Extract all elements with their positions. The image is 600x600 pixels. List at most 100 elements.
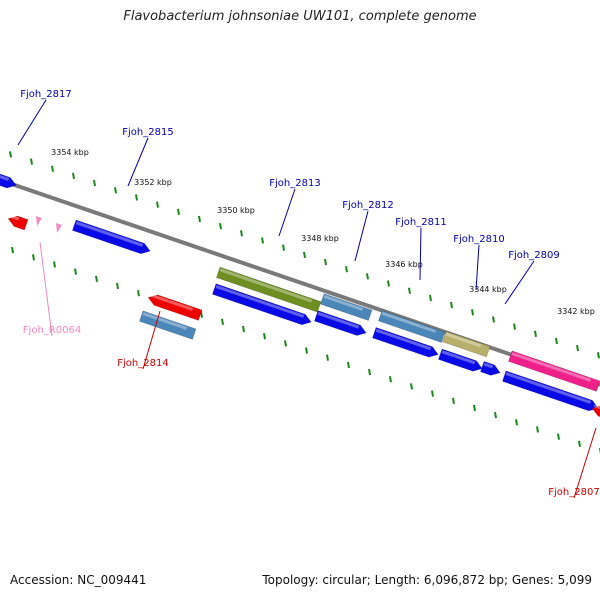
- ruler-label: 3354 kbp: [51, 148, 89, 157]
- gene-label-fjoh-r0064[interactable]: Fjoh_R0064: [23, 325, 81, 336]
- gene-label-fjoh-2807[interactable]: Fjoh_2807: [548, 487, 599, 498]
- gene-arrow-cds-2807[interactable]: [590, 403, 600, 420]
- tick-mark: [30, 158, 33, 165]
- tick-mark: [576, 344, 579, 352]
- tick-mark: [200, 311, 203, 318]
- leader-line: [573, 427, 597, 499]
- gene-arrow-highlight: [215, 285, 305, 318]
- gene-arrow-highlight: [142, 312, 188, 330]
- tick-mark: [135, 194, 138, 201]
- ruler-label: 3342 kbp: [557, 307, 595, 316]
- tick-mark: [597, 352, 600, 359]
- genome-summary: Topology: circular; Length: 6,096,872 bp…: [262, 573, 592, 587]
- tick-mark: [198, 215, 201, 223]
- gene-label-fjoh-2814[interactable]: Fjoh_2814: [117, 358, 168, 369]
- tick-mark: [452, 397, 455, 404]
- gene-arrow-cds-2815[interactable]: [72, 219, 152, 256]
- tick-mark: [9, 151, 12, 158]
- gene-arrow-highlight: [149, 293, 194, 311]
- gene-arrow-highlight: [323, 294, 364, 311]
- rna-arrow[interactable]: [36, 216, 42, 226]
- gene-label-fjoh-2811[interactable]: Fjoh_2811: [395, 217, 446, 228]
- leader-line: [127, 137, 149, 187]
- tick-mark: [347, 361, 350, 369]
- tick-mark: [366, 273, 369, 280]
- gene-arrow-highlight: [441, 350, 476, 365]
- gene-arrow-cds-2810[interactable]: [442, 331, 491, 358]
- gene-arrow-shape: [372, 327, 439, 358]
- tick-mark: [261, 237, 264, 244]
- gene-arrow-shape: [591, 405, 600, 420]
- gene-arrow-shape: [378, 310, 446, 343]
- tick-mark: [72, 172, 75, 180]
- tick-mark: [473, 404, 476, 412]
- gene-arrow-highlight: [483, 362, 494, 369]
- gene-arrow-highlight: [505, 372, 592, 404]
- gene-arrow-shape: [442, 331, 491, 358]
- gene-arrow-cds-2811b[interactable]: [372, 327, 440, 359]
- tick-mark: [32, 254, 35, 261]
- tick-mark: [242, 325, 245, 333]
- tick-mark: [431, 390, 434, 397]
- gene-label-fjoh-2817[interactable]: Fjoh_2817: [20, 89, 71, 100]
- gene-arrow-cds-2812b[interactable]: [314, 310, 368, 338]
- gene-arrow-highlight: [9, 214, 20, 221]
- gene-arrow-shape: [72, 219, 151, 255]
- gene-arrow-shape: [508, 350, 600, 392]
- tick-mark: [303, 251, 306, 259]
- gene-arrow-highlight: [511, 352, 592, 382]
- tick-mark: [137, 289, 140, 297]
- gene-label-fjoh-2813[interactable]: Fjoh_2813: [269, 178, 320, 189]
- ruler-label: 3350 kbp: [217, 206, 255, 215]
- gene-arrow-shape: [480, 360, 501, 376]
- tick-mark: [282, 244, 285, 251]
- gene-arrow-highlight: [219, 268, 313, 303]
- tick-mark: [429, 294, 432, 302]
- tick-mark: [177, 208, 180, 215]
- gene-label-fjoh-2810[interactable]: Fjoh_2810: [453, 234, 504, 245]
- ruler-label: 3352 kbp: [134, 178, 172, 187]
- gene-arrow-cds-red-small[interactable]: [6, 213, 29, 231]
- gene-arrow-cds-2813[interactable]: [216, 266, 322, 313]
- lower-tick-row: [11, 246, 600, 455]
- gene-arrow-cds-2812[interactable]: [320, 293, 373, 321]
- tick-mark: [95, 275, 98, 282]
- tick-mark: [324, 258, 327, 266]
- gene-arrow-cds-2814b[interactable]: [139, 310, 197, 340]
- gene-arrow-shape: [212, 283, 312, 326]
- gene-arrow-cds-2817[interactable]: [0, 166, 18, 190]
- rna-arrow[interactable]: [56, 223, 62, 233]
- tick-mark: [326, 354, 329, 361]
- label-leaders: [17, 99, 597, 499]
- gene-arrow-cds-2808[interactable]: [508, 350, 600, 392]
- gene-arrow-cds-2813b[interactable]: [212, 283, 313, 328]
- gene-label-fjoh-2812[interactable]: Fjoh_2812: [342, 200, 393, 211]
- leader-line: [354, 210, 369, 262]
- gene-label-fjoh-2809[interactable]: Fjoh_2809: [508, 250, 559, 261]
- ruler-label: 3348 kbp: [301, 234, 339, 243]
- gene-arrow-highlight: [445, 332, 482, 348]
- gene-arrow-cds-2809s[interactable]: [480, 360, 502, 378]
- leader-line: [39, 241, 53, 337]
- leader-line: [475, 244, 480, 291]
- gene-arrow-cds-2811[interactable]: [378, 310, 446, 343]
- gene-arrow-cds-2810b[interactable]: [438, 348, 484, 374]
- tick-mark: [156, 201, 159, 208]
- tick-mark: [494, 411, 497, 419]
- gene-label-fjoh-2815[interactable]: Fjoh_2815: [122, 127, 173, 138]
- tick-mark: [410, 383, 413, 390]
- tick-mark: [513, 323, 516, 330]
- leader-line: [419, 227, 422, 281]
- gene-arrow-shape: [438, 348, 483, 372]
- tick-mark: [408, 287, 411, 294]
- tick-mark: [221, 318, 224, 326]
- tick-mark: [114, 187, 117, 194]
- tick-mark: [53, 261, 56, 268]
- genome-backbone: [0, 178, 600, 387]
- tick-mark: [557, 433, 560, 440]
- leader-line: [142, 310, 161, 370]
- gene-arrow-cds-2814[interactable]: [146, 292, 203, 321]
- tick-mark: [93, 179, 96, 187]
- gene-arrow-highlight: [593, 404, 600, 410]
